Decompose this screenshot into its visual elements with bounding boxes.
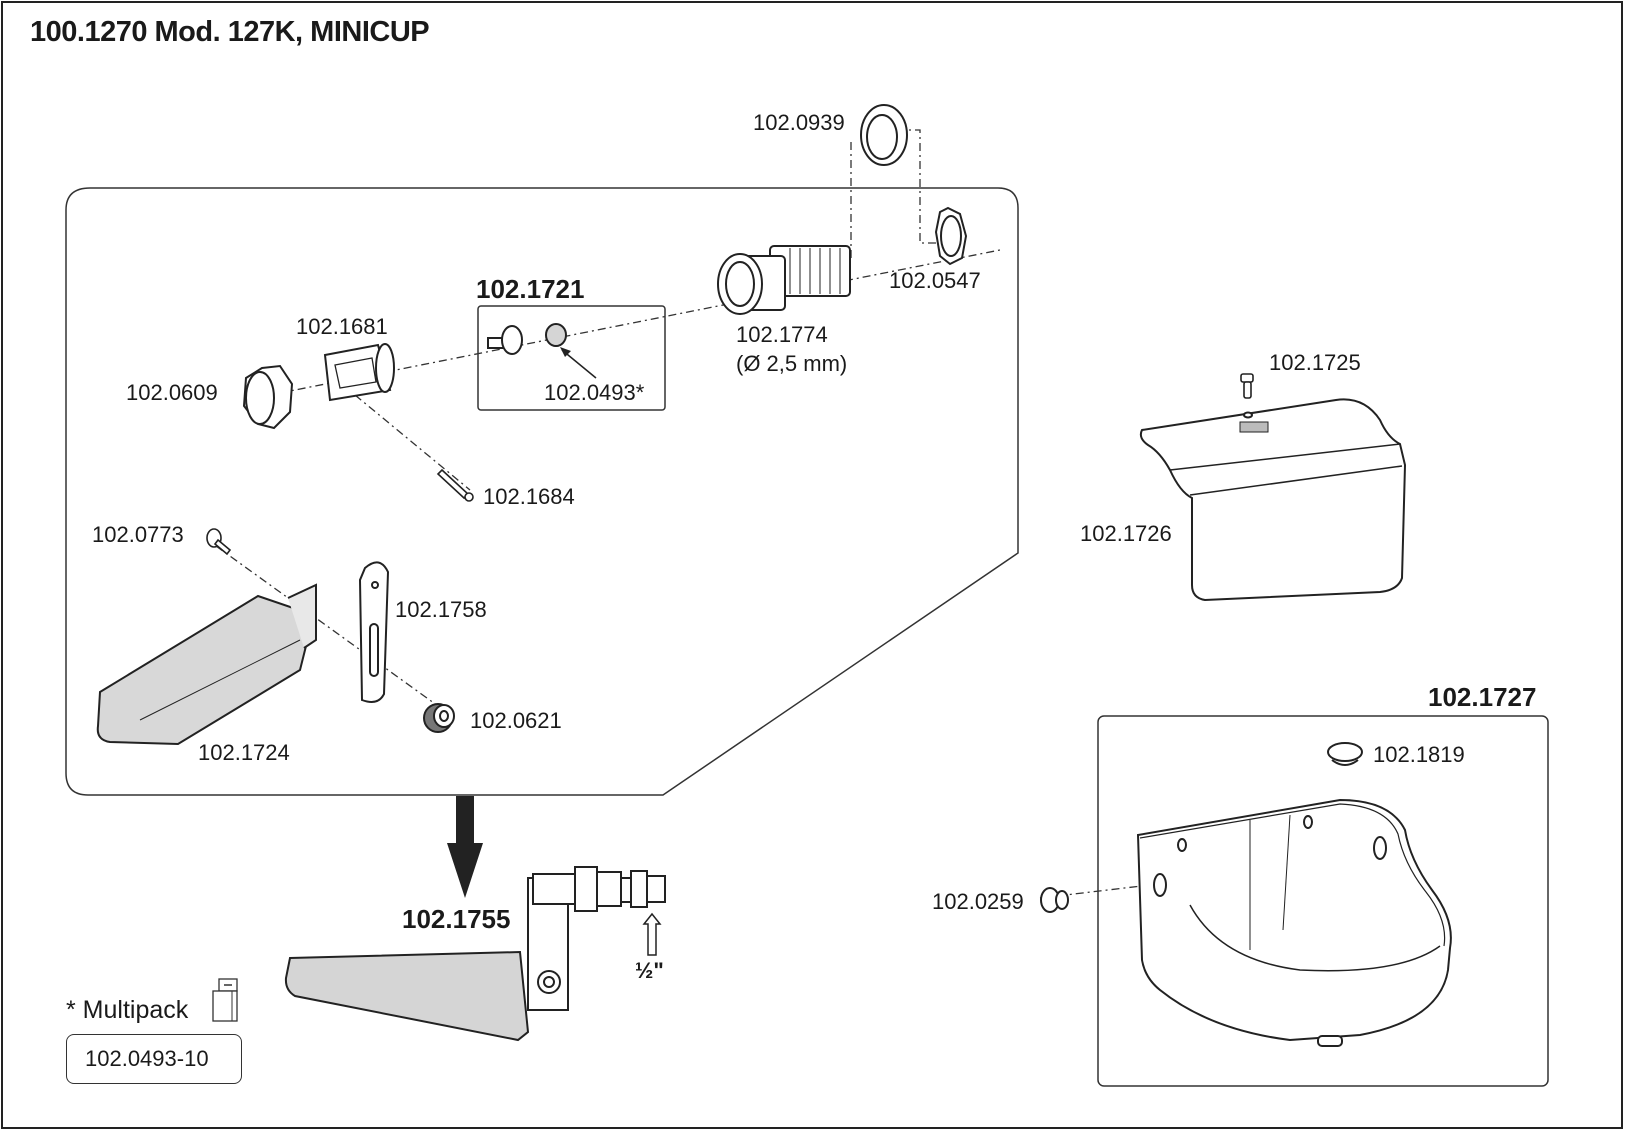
plug-1819-part xyxy=(1327,742,1363,766)
cover-1726-part xyxy=(1139,398,1407,602)
label-102-0259: 102.0259 xyxy=(932,889,1024,914)
kit-1721-box xyxy=(477,305,666,411)
page-title: 100.1270 Mod. 127K, MINICUP xyxy=(30,16,430,48)
label-102-1721: 102.1721 xyxy=(476,274,585,304)
bracket-1758-part xyxy=(358,561,390,703)
label-102-1684: 102.1684 xyxy=(483,484,575,509)
label-102-1774-note: (Ø 2,5 mm) xyxy=(736,351,848,376)
arrow-0493 xyxy=(561,349,597,379)
axis-line-screw xyxy=(215,545,439,707)
label-102-0493: 102.0493* xyxy=(544,380,645,405)
label-102-1774: 102.1774 xyxy=(736,322,828,347)
valve-body-1774-part xyxy=(717,245,851,315)
cup-1727-part xyxy=(1136,798,1452,1047)
nut-0547-part xyxy=(934,206,968,266)
thread-arrow xyxy=(642,912,662,956)
label-102-1725: 102.1725 xyxy=(1269,350,1361,375)
label-102-1755: 102.1755 xyxy=(402,904,511,934)
label-102-1726: 102.1726 xyxy=(1080,521,1172,546)
label-102-1727: 102.1727 xyxy=(1428,682,1537,712)
label-102-0773: 102.0773 xyxy=(92,522,184,547)
label-102-0621: 102.0621 xyxy=(470,708,562,733)
bolt-1725-part xyxy=(1240,373,1254,399)
sleeve-1681-part xyxy=(323,343,395,402)
label-102-1819: 102.1819 xyxy=(1373,742,1465,767)
washer-0939-part xyxy=(860,104,908,166)
axis-line-main xyxy=(279,249,1001,394)
label-102-0547: 102.0547 xyxy=(889,268,981,293)
assembly-1755-part xyxy=(284,866,666,1042)
label-102-0939: 102.0939 xyxy=(753,110,845,135)
paddle-1724-part xyxy=(96,583,317,746)
assembly-outline xyxy=(65,187,1019,796)
multipack-part-box: 102.0493-10 xyxy=(66,1034,242,1084)
nut-0609-part xyxy=(242,364,294,430)
axis-line-pin xyxy=(354,394,471,491)
label-102-1724: 102.1724 xyxy=(198,740,290,765)
pin-1684-part xyxy=(436,468,474,502)
label-102-1681: 102.1681 xyxy=(296,314,388,339)
multipack-part-number: 102.0493-10 xyxy=(85,1046,209,1071)
valve-pin-part xyxy=(487,325,523,355)
label-thread-size: ½" xyxy=(635,958,664,983)
multipack-label: * Multipack xyxy=(66,996,189,1024)
replacement-arrow xyxy=(447,796,483,898)
label-102-0609: 102.0609 xyxy=(126,380,218,405)
seal-0493-part xyxy=(545,323,567,347)
label-102-1758: 102.1758 xyxy=(395,597,487,622)
plug-0259-part xyxy=(1040,887,1069,913)
knob-0621-part xyxy=(423,703,455,733)
screw-0773-part xyxy=(206,528,232,556)
axis-line-nut xyxy=(897,129,947,244)
kit-1727-box xyxy=(1097,715,1549,1087)
multipack-box-icon xyxy=(212,978,238,1022)
